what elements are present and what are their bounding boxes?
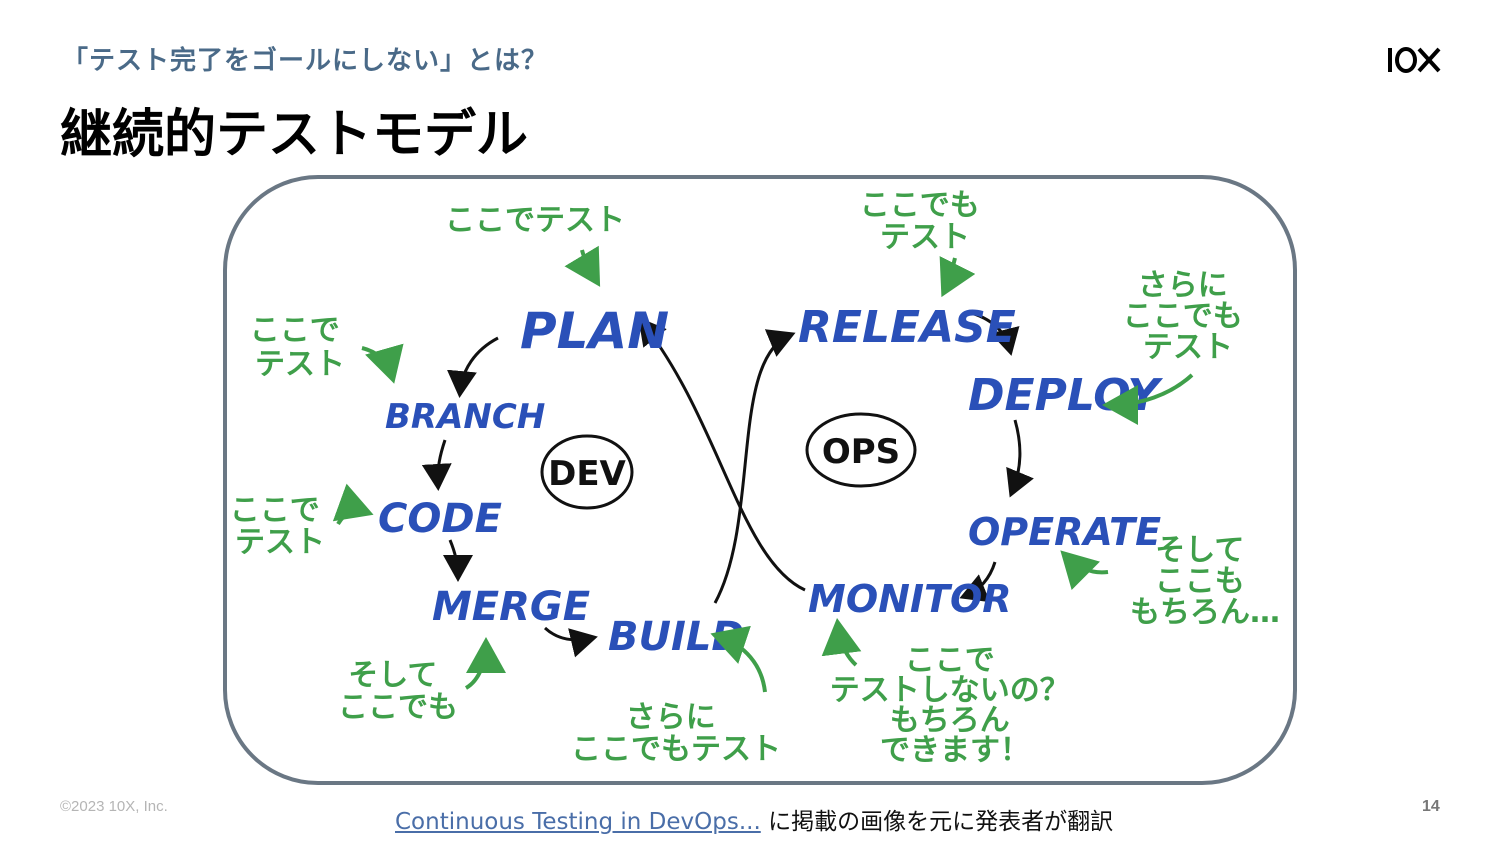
arrow-deploy-operate [1006,419,1034,498]
stage-code: CODE [378,496,502,542]
note-merge-line: そして [348,658,437,693]
stage-monitor: MONITOR [808,577,1012,621]
ops-hub-circle [805,412,917,488]
arrow-plan-branch [446,336,499,398]
arrow-release-deploy [967,310,1020,356]
note-build: さらに ここでもテスト [571,700,781,767]
stage-plan: PLAN [520,302,669,360]
stage-operate: OPERATE [968,510,1161,554]
pointer-build [710,625,767,693]
note-release: ここでも テスト [860,188,990,255]
note-release-line: テスト [880,220,970,255]
stage-deploy: DEPLOY [968,370,1164,421]
arrow-code-merge [442,539,473,582]
dev-hub-label: DEV [548,454,626,494]
dev-hub-circle [540,434,634,510]
note-branch: ここで テスト [250,313,350,382]
note-operate-line: そして [1155,533,1244,568]
note-operate-line: ここも [1155,564,1245,599]
note-branch-line: テスト [255,347,345,382]
stage-release: RELEASE [798,302,1016,353]
note-deploy: さらに ここでも テスト [1123,268,1253,365]
note-operate-line: もちろん… [1130,595,1280,630]
note-code: ここで テスト [230,493,330,560]
page-number: 14 [1422,798,1440,815]
pointer-monitor [821,618,862,667]
ops-hub-label: OPS [822,432,900,472]
note-code-line: ここで [230,493,320,528]
arrow-monitor-plan [638,317,806,592]
note-branch-line: ここで [250,313,340,348]
10x-logo [1388,47,1441,73]
pointer-branch [361,343,404,384]
note-deploy-line: ここでも [1123,299,1243,334]
diagram-frame [223,175,1297,785]
arrow-branch-code [421,439,452,491]
pointer-merge [464,637,506,690]
credit-text: に掲載の画像を元に発表者が翻訳 [760,809,1114,835]
note-monitor-line: もちろん [890,703,1010,738]
note-code-line: テスト [235,525,325,560]
stage-branch: BRANCH [385,397,545,437]
note-plan-line: ここでテスト [445,203,625,238]
pointer-release [939,256,976,298]
pointer-operate [1060,550,1109,590]
copyright-text: ©2023 10X, Inc. [60,798,168,815]
slide-title: 継続的テストモデル [60,105,529,165]
slide-subtitle: 「テスト完了をゴールにしない」とは？ [62,46,549,76]
note-merge-line: ここでも [338,690,458,725]
pointer-code [332,483,374,526]
note-deploy-line: テスト [1143,330,1233,365]
note-plan: ここでテスト [445,203,625,238]
pointer-plan [564,245,601,287]
note-build-line: さらに [626,700,716,735]
image-credit: Continuous Testing in DevOps... に掲載の画像を元… [395,802,1113,836]
note-operate: そして ここも もちろん… [1130,533,1280,630]
note-release-line: ここでも [860,188,980,223]
source-link[interactable]: Continuous Testing in DevOps... [395,809,761,835]
note-monitor: ここで テストしないの？ もちろん できます！ [830,643,1080,768]
note-merge: そして ここでも [338,658,458,725]
note-monitor-line: できます！ [880,733,1030,768]
arrow-merge-build [543,626,598,658]
note-monitor-line: テストしないの？ [830,673,1070,708]
pointer-deploy [1102,373,1194,425]
arrow-operate-monitor [959,561,997,603]
note-monitor-line: ここで [905,643,995,678]
arrow-build-release [713,329,796,604]
note-build-line: ここでもテスト [571,732,781,767]
stage-merge: MERGE [432,584,590,630]
note-deploy-line: さらに [1138,268,1228,303]
